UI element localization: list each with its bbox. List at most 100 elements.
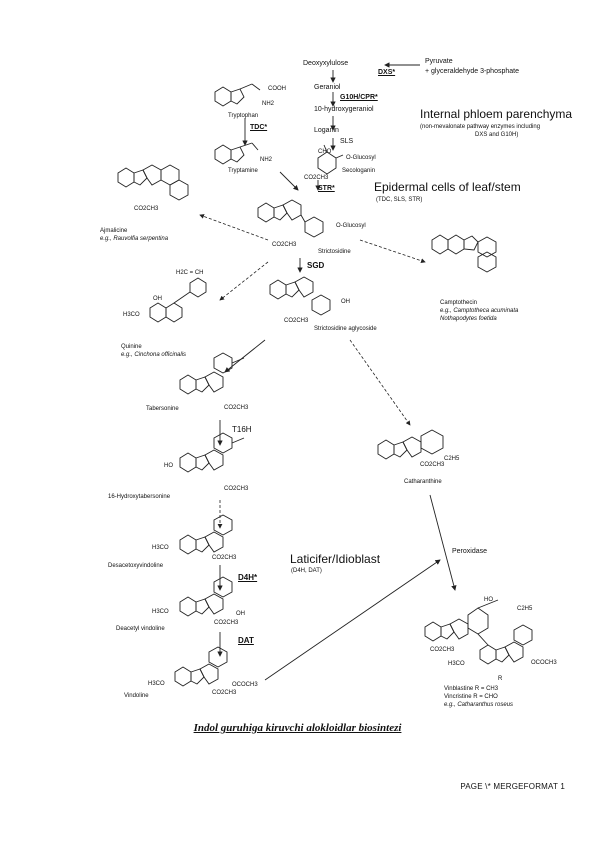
enzyme-sgd: SGD	[307, 261, 325, 270]
arrow-to-quinine	[219, 261, 269, 301]
arrow-catharanthine-vinblastine	[429, 494, 457, 591]
pathway-drawing	[117, 62, 533, 687]
desacetoxyvindoline-structure	[179, 514, 233, 555]
compound-quinine-eg: e.g., Cinchona officinalis	[121, 352, 187, 358]
ajmalicine-structure	[117, 164, 189, 201]
arrow-to-tabersonine	[224, 339, 266, 373]
label-h3co-quinine: H3CO	[123, 312, 140, 318]
compartment-phloem-sub1: (non-mevalonate pathway enzymes includin…	[420, 124, 541, 130]
compartment-epidermal-title: Epidermal cells of leaf/stem	[374, 180, 521, 194]
compartment-phloem-sub2: DXS and G10H)	[475, 132, 519, 138]
compound-catharanthine: Catharanthine	[404, 479, 442, 485]
label-r-vinblastine: R	[498, 676, 503, 682]
quinine-structure	[149, 277, 207, 323]
compartment-phloem-title: Internal phloem parenchyma	[420, 107, 573, 121]
biosynthesis-diagram: Deoxyxylulose Pyruvate + glyceraldehyde …	[100, 58, 573, 708]
label-cho: CHO	[318, 149, 332, 155]
compound-hydroxygeraniol: 10-hydroxygeraniol	[314, 106, 374, 113]
label-co2ch3-ajmalicine: CO2CH3	[134, 206, 159, 212]
enzyme-t16h: T16H	[232, 425, 252, 434]
compound-ajmalicine-eg: e.g., Rauvolfia serpentina	[100, 236, 169, 242]
compound-vinca-eg: e.g., Catharanthus roseus	[444, 702, 514, 708]
label-oh-deacetyl: OH	[236, 611, 245, 617]
enzyme-str: STR*	[318, 185, 335, 192]
label-ho-vinblastine: HO	[484, 597, 493, 603]
arrow-to-ajmalicine	[199, 214, 269, 241]
label-ococh3-vindoline: OCOCH3	[232, 682, 258, 688]
compound-tabersonine: Tabersonine	[146, 406, 179, 412]
arrow-to-catharanthine	[349, 339, 411, 426]
aglycoside-structure	[269, 276, 331, 316]
enzyme-tdc: TDC*	[250, 124, 268, 131]
enzyme-dat: DAT	[238, 636, 254, 645]
compound-camptothecin-eg1: e.g., Camptotheca acuminata	[440, 308, 519, 314]
label-h2c-ch: H2C = CH	[176, 270, 204, 276]
label-co2ch3-tabersonine: CO2CH3	[224, 405, 249, 411]
compound-deacetylvindoline: Deacetyl vindoline	[116, 626, 165, 632]
page-footer-field: PAGE \* MERGEFORMAT 1	[460, 782, 565, 791]
hydroxytabersonine-structure	[179, 432, 245, 473]
deacetylvindoline-structure	[179, 576, 233, 617]
compound-vindoline: Vindoline	[124, 693, 149, 699]
enzyme-dxs: DXS*	[378, 69, 396, 76]
strictosidine-structure	[257, 199, 324, 238]
compound-vincristine: Vincristine R = CHO	[444, 694, 498, 700]
label-co2ch3-hydroxy: CO2CH3	[224, 486, 249, 492]
label-co2ch3-catharanthine: CO2CH3	[420, 462, 445, 468]
compound-strictosidine-aglycoside: Strictosidine aglycoside	[314, 326, 377, 332]
label-c2h5-vinblastine: C2H5	[517, 606, 533, 612]
camptothecin-structure	[431, 234, 497, 273]
label-oh-quinine: OH	[153, 296, 162, 302]
arrow-tryptamine-strictosidine	[279, 171, 299, 191]
label-co2ch3-secologanin: CO2CH3	[304, 175, 329, 181]
label-o-glucosyl: O-Glucosyl	[346, 155, 376, 161]
tabersonine-structure	[179, 352, 245, 395]
arrow-vindoline-vinblastine	[264, 559, 441, 681]
label-oh-aglycoside: OH	[341, 299, 350, 305]
tryptophan-structure	[214, 83, 261, 107]
compound-geraniol: Geraniol	[314, 84, 341, 91]
label-h3co-vinblastine: H3CO	[448, 661, 465, 667]
compound-loganin: Loganin	[314, 127, 339, 134]
label-nh2-tryptamine: NH2	[260, 157, 273, 163]
label-h3co-vindoline: H3CO	[148, 681, 165, 687]
label-co2ch3-strictosidine: CO2CH3	[272, 242, 297, 248]
compound-strictosidine: Strictosidine	[318, 249, 351, 255]
enzyme-g10h: G10H/CPR*	[340, 94, 378, 101]
compound-tryptamine: Tryptamine	[228, 168, 258, 174]
compound-hydroxytabersonine: 16-Hydroxytabersonine	[108, 494, 171, 500]
compound-camptothecin-eg2: Nothapodytes foetida	[440, 316, 497, 322]
compartment-laticifer-title: Laticifer/Idioblast	[290, 552, 381, 566]
catharanthine-structure	[377, 429, 444, 460]
label-ho-hydroxy: HO	[164, 463, 173, 469]
label-co2ch3-desacetoxy: CO2CH3	[212, 555, 237, 561]
label-co2ch3-vinblastine: CO2CH3	[430, 647, 455, 653]
compound-ajmalicine: Ajmalicine	[100, 228, 128, 234]
compartment-laticifer-sub: (D4H, DAT)	[291, 568, 322, 574]
enzyme-d4h: D4H*	[238, 573, 258, 582]
compound-vinblastine: Vinblastine R = CH3	[444, 686, 499, 692]
compound-secologanin: Secologanin	[342, 168, 376, 174]
compound-pyruvate-sub: + glyceraldehyde 3-phosphate	[425, 68, 519, 75]
vinblastine-structure	[424, 599, 533, 665]
compound-desacetoxyvindoline: Desacetoxyvindoline	[108, 563, 164, 569]
label-nh2: NH2	[262, 101, 275, 107]
label-h3co-deacetyl: H3CO	[152, 609, 169, 615]
enzyme-sls: SLS	[340, 138, 354, 145]
tryptamine-structure	[214, 142, 259, 165]
enzyme-peroxidase: Peroxidase	[452, 548, 488, 555]
label-o-glucosyl-strictosidine: O-Glucosyl	[336, 223, 366, 229]
compound-tryptophan: Tryptophan	[228, 113, 259, 119]
compound-quinine: Quinine	[121, 344, 142, 350]
label-cooh: COOH	[268, 86, 286, 92]
label-h3co-desacetoxy: H3CO	[152, 545, 169, 551]
label-ococh3-vinblastine: OCOCH3	[531, 660, 557, 666]
compound-camptothecin: Camptothecin	[440, 300, 478, 306]
label-c2h5-catharanthine: C2H5	[444, 456, 460, 462]
label-co2ch3-aglycoside: CO2CH3	[284, 318, 309, 324]
arrow-to-camptothecin	[359, 239, 426, 263]
secologanin-structure	[317, 144, 344, 175]
label-co2ch3-vindoline: CO2CH3	[212, 690, 237, 696]
compound-pyruvate: Pyruvate	[425, 58, 453, 65]
